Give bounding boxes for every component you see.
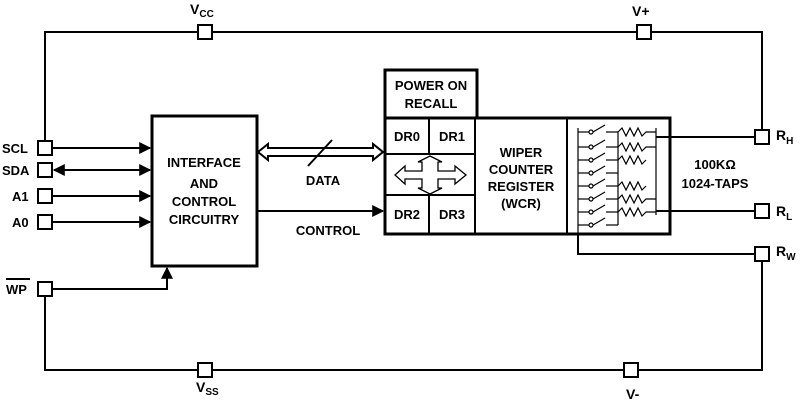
vcc-pin: [197, 24, 213, 40]
vminus-pin: [623, 362, 639, 378]
scl-pin: [37, 140, 53, 156]
vss-label: VSS: [196, 379, 219, 398]
wp-pin: [37, 281, 53, 297]
wcr-line3: REGISTER: [488, 179, 555, 194]
supply-rail-bottom: [44, 254, 763, 371]
rw-wire: [577, 234, 755, 255]
scl-label: SCL: [2, 141, 28, 156]
data-bus-arrow: [256, 141, 385, 163]
dr1-label: DR1: [439, 129, 465, 144]
supply-rail-top: [44, 31, 763, 141]
vplus-pin: [636, 24, 652, 40]
dr0-label: DR0: [394, 129, 420, 144]
wcr-line4: (WCR): [501, 196, 541, 211]
a0-label: A0: [12, 215, 29, 230]
vminus-label: V-: [626, 386, 640, 402]
interface-control-block: [150, 114, 259, 268]
data-bus-slash: [307, 139, 333, 167]
power-on-line1: POWER ON: [395, 78, 467, 93]
vss-pin: [197, 362, 213, 378]
vcc-label: VCC: [190, 1, 214, 20]
rl-label: RL: [776, 203, 792, 223]
resistance-label: 100KΩ: [694, 157, 736, 172]
sda-label: SDA: [2, 163, 30, 178]
a1-label: A1: [12, 189, 29, 204]
taps-label: 1024-TAPS: [682, 176, 749, 191]
rw-label: RW: [776, 243, 796, 263]
dr3-label: DR3: [439, 207, 465, 222]
a0-pin: [37, 214, 53, 230]
dr2-label: DR2: [394, 207, 420, 222]
rw-pin: [754, 246, 770, 262]
sda-pin: [37, 162, 53, 178]
wp-label: WP: [6, 282, 27, 297]
resistor-switch-array: [577, 124, 657, 254]
interface-line1: INTERFACE: [167, 155, 241, 170]
power-on-line2: RECALL: [405, 96, 458, 111]
vplus-label: V+: [632, 3, 650, 19]
rh-pin: [754, 129, 770, 145]
register-transfer-arrows: [394, 155, 468, 195]
wp-arrow: [52, 266, 173, 290]
rl-pin: [754, 203, 770, 219]
wcr-line2: COUNTER: [489, 162, 554, 177]
register-block: [383, 116, 672, 236]
wcr-line1: WIPER: [500, 145, 543, 160]
interface-line3: CONTROL: [172, 194, 236, 209]
control-label: CONTROL: [296, 223, 360, 238]
interface-line4: CIRCUITRY: [169, 212, 240, 227]
data-label: DATA: [306, 173, 341, 188]
rh-label: RH: [776, 127, 793, 147]
a1-pin: [37, 188, 53, 204]
interface-line2: AND: [190, 176, 218, 191]
